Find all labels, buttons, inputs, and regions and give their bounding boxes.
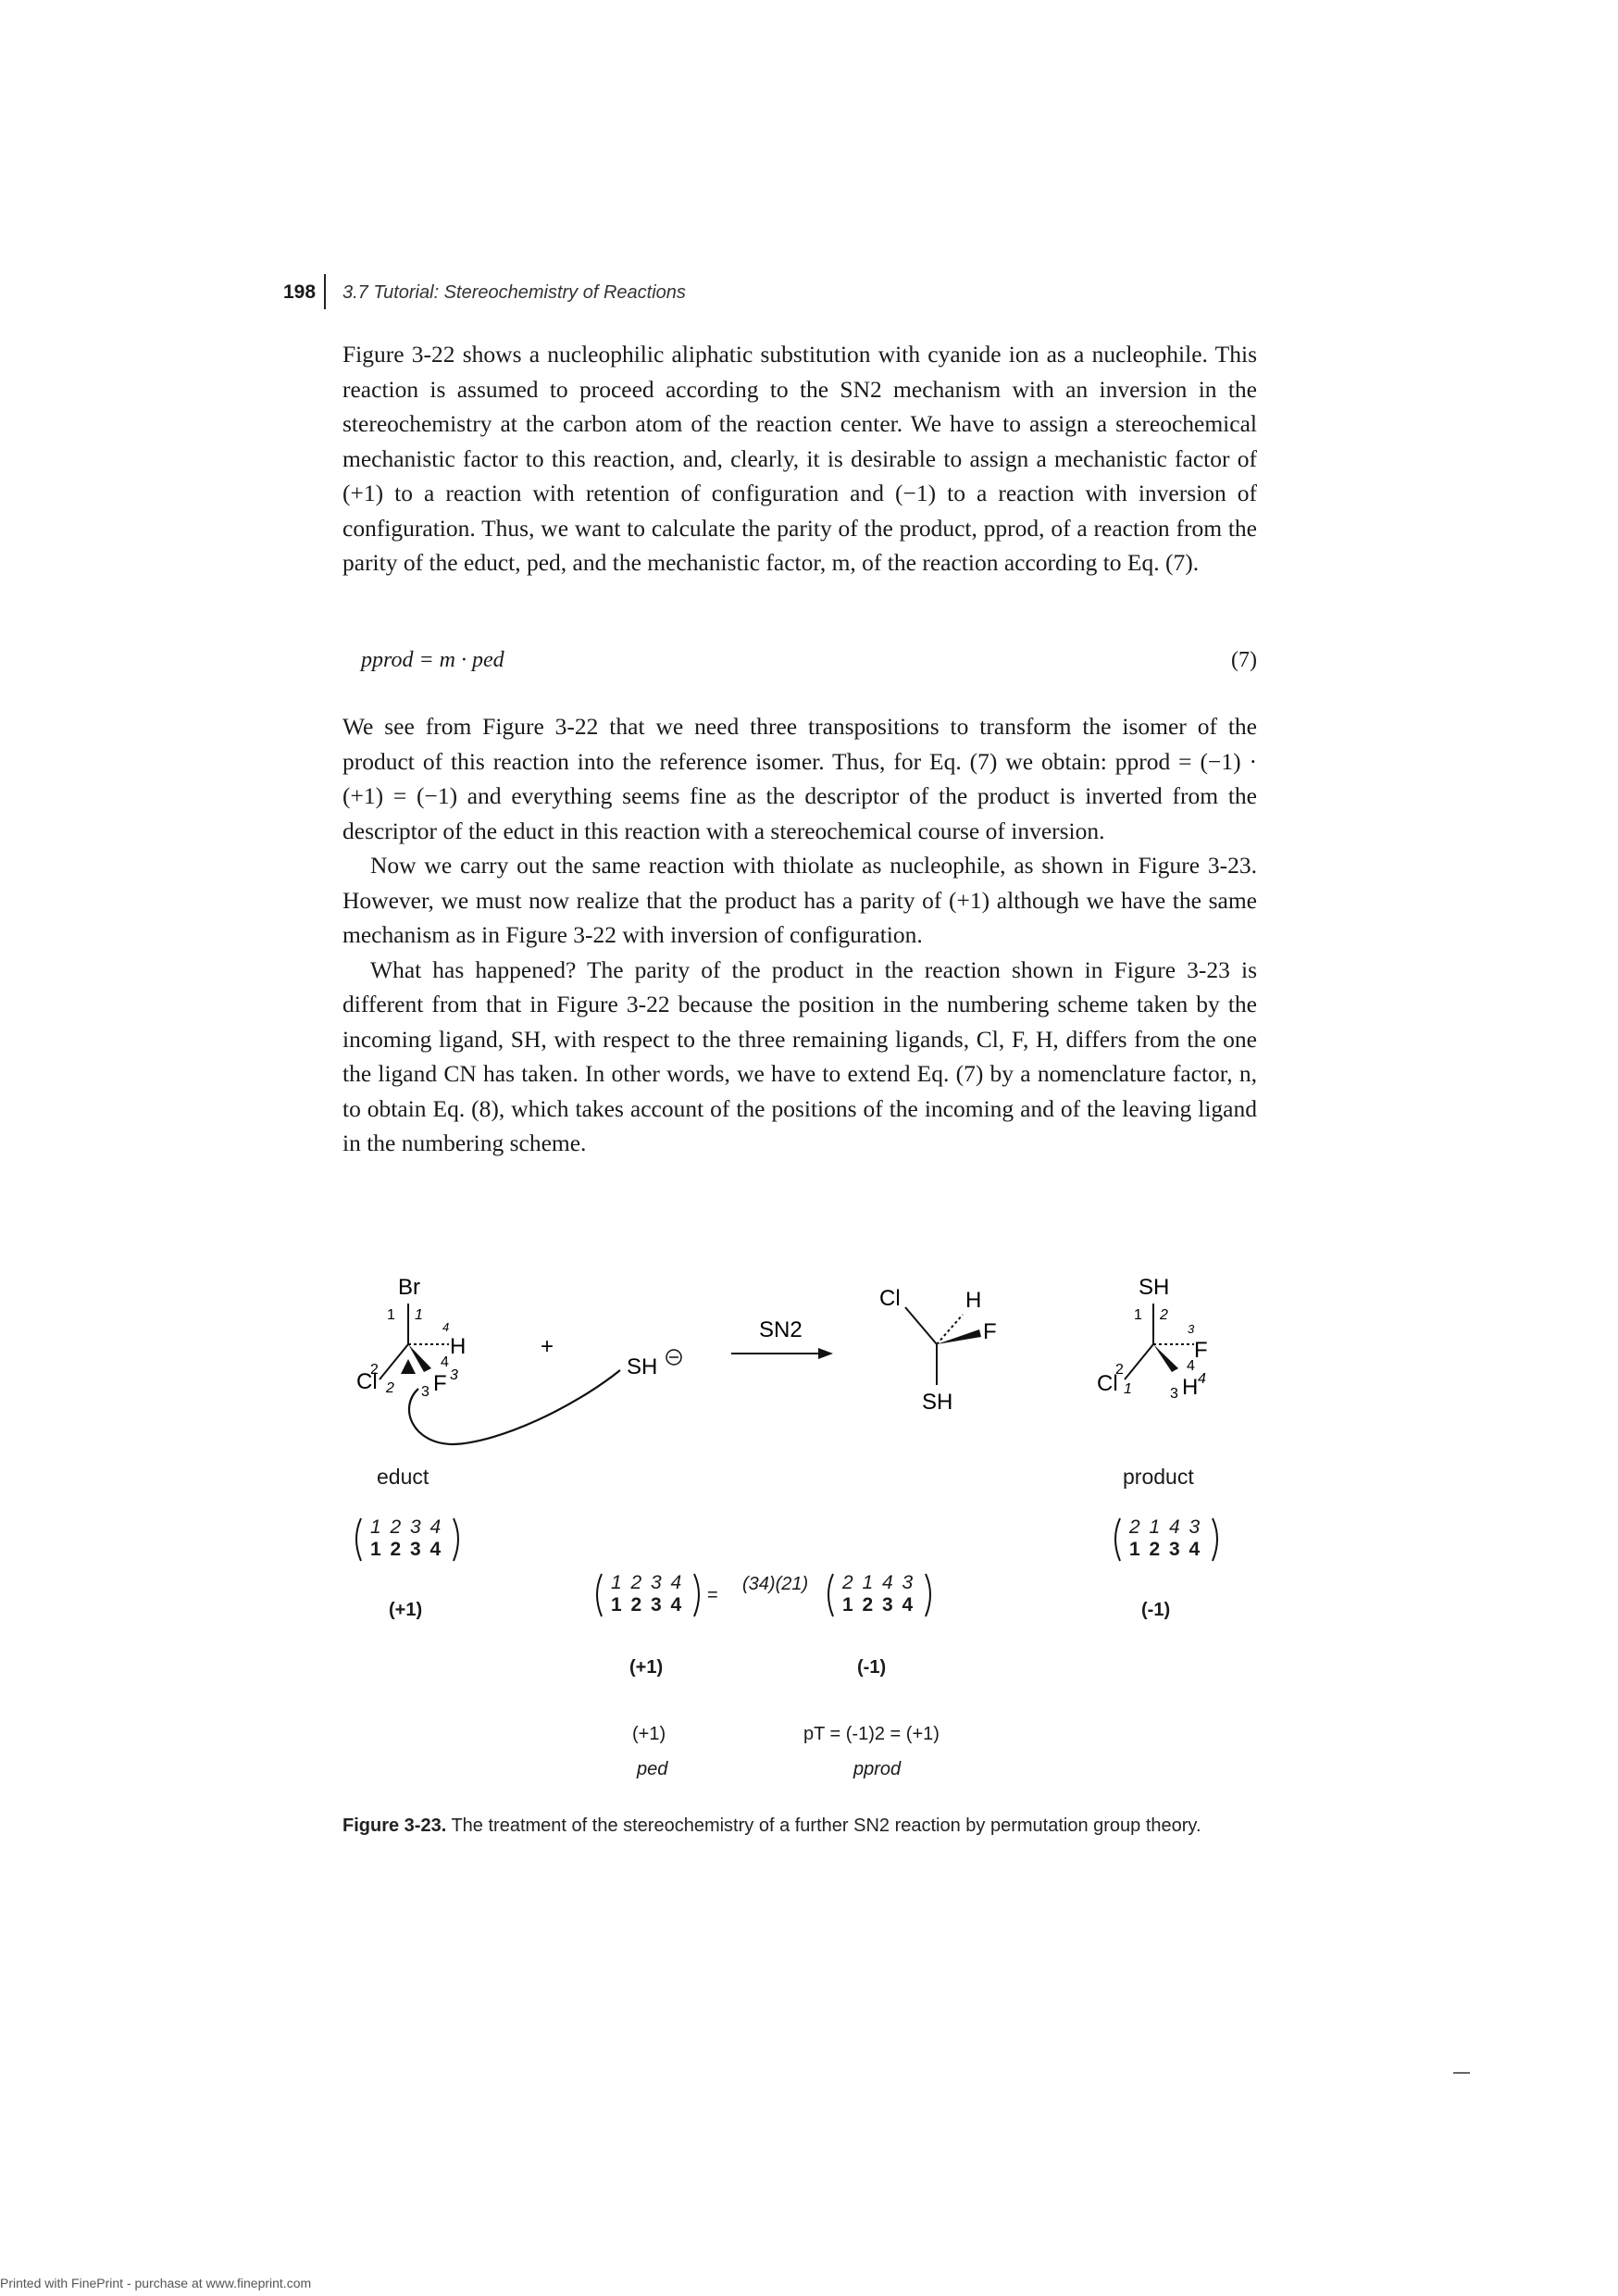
educt-perm-top: 1 2 3 4 xyxy=(370,1516,443,1538)
right-perm-bottom: 1 2 3 4 xyxy=(842,1594,915,1616)
mid-atom-sh: SH xyxy=(922,1390,952,1415)
caption-label: Figure 3-23. xyxy=(342,1816,447,1836)
reagent-thiolate: SH xyxy=(627,1349,682,1379)
svg-text:1: 1 xyxy=(1124,1381,1132,1397)
mid-atom-h: H xyxy=(965,1288,981,1313)
paragraph-1: Figure 3-22 shows a nucleophilic aliphat… xyxy=(342,337,1257,580)
svg-text:2: 2 xyxy=(1115,1362,1124,1378)
paragraph-2: We see from Figure 3-22 that we need thr… xyxy=(342,713,1257,844)
middle-parity: (+1) xyxy=(629,1657,664,1678)
svg-text:3: 3 xyxy=(450,1367,458,1383)
educt-atom-h: H xyxy=(450,1334,466,1359)
body-paragraphs: We see from Figure 3-22 that we need thr… xyxy=(342,709,1257,1161)
paragraph-3: Now we carry out the same reaction with … xyxy=(342,852,1257,948)
plus-sign: + xyxy=(541,1334,554,1359)
equation-7: pprod = m · ped (7) xyxy=(361,648,1257,673)
right-perm-top: 2 1 4 3 xyxy=(842,1572,915,1593)
mid-atom-cl: Cl xyxy=(879,1286,901,1311)
educt-atom-br: Br xyxy=(398,1275,420,1300)
page-number: 198 xyxy=(283,281,317,303)
page-edge-mark xyxy=(1453,2072,1470,2074)
educt-molecule: Br 1 1 H 4 4 Cl 2 2 F 3 3 xyxy=(356,1275,621,1446)
pprod-label: pprod xyxy=(853,1759,902,1779)
svg-text:4: 4 xyxy=(1198,1371,1206,1387)
right-parity: (-1) xyxy=(857,1657,887,1678)
running-head: 3.7 Tutorial: Stereochemistry of Reactio… xyxy=(342,282,686,303)
educt-atom-f: F xyxy=(433,1371,447,1396)
prod-atom-sh: SH xyxy=(1139,1275,1169,1300)
product-perm-top: 2 1 4 3 xyxy=(1129,1516,1202,1538)
product-parity: (-1) xyxy=(1141,1600,1171,1620)
svg-text:1: 1 xyxy=(1134,1307,1142,1323)
reaction-arrow: SN2 xyxy=(731,1317,833,1359)
svg-text:3: 3 xyxy=(1170,1386,1178,1402)
prod-atom-h: H xyxy=(1182,1375,1198,1400)
svg-text:2: 2 xyxy=(1159,1307,1168,1323)
cycle-notation: (34)(21) xyxy=(742,1574,809,1594)
header-rule xyxy=(324,274,326,309)
product-perm-bottom: 1 2 3 4 xyxy=(1129,1539,1202,1560)
mid-atom-f: F xyxy=(983,1319,997,1344)
equation-number: (7) xyxy=(1231,648,1257,672)
svg-text:1: 1 xyxy=(415,1307,423,1323)
middle-perm-top: 1 2 3 4 xyxy=(611,1572,684,1593)
paragraph-1-text: Figure 3-22 shows a nucleophilic aliphat… xyxy=(342,341,1257,576)
ped-value: (+1) xyxy=(632,1724,666,1744)
middle-perm-bottom: 1 2 3 4 xyxy=(611,1594,684,1616)
ped-label: ped xyxy=(637,1759,668,1779)
svg-text:4: 4 xyxy=(1187,1358,1195,1374)
educt-label: educt xyxy=(377,1465,429,1489)
reagent-sh: SH xyxy=(627,1354,657,1379)
prod-atom-f: F xyxy=(1194,1338,1208,1363)
educt-parity: (+1) xyxy=(389,1600,423,1620)
figure-caption: Figure 3-23. The treatment of the stereo… xyxy=(342,1813,1257,1840)
footer-note: Printed with FinePrint - purchase at www… xyxy=(0,2276,312,2290)
educt-perm-bottom: 1 2 3 4 xyxy=(370,1539,443,1560)
parity-total: pT = (-1)2 = (+1) xyxy=(803,1724,940,1744)
equation-text: pprod = m · ped xyxy=(361,648,504,672)
svg-text:4: 4 xyxy=(442,1320,449,1334)
caption-text: The treatment of the stereochemistry of … xyxy=(451,1816,1201,1836)
svg-text:3: 3 xyxy=(421,1384,429,1400)
svg-text:3: 3 xyxy=(1188,1322,1195,1336)
equals-sign: = xyxy=(707,1585,718,1605)
svg-text:4: 4 xyxy=(441,1354,449,1370)
prod-atom-cl: Cl xyxy=(1097,1371,1118,1396)
product-label: product xyxy=(1123,1465,1194,1489)
paragraph-4: What has happened? The parity of the pro… xyxy=(342,955,1257,1157)
svg-text:2: 2 xyxy=(385,1380,394,1396)
svg-text:2: 2 xyxy=(370,1362,379,1378)
intermediate-molecule: Cl H F SH xyxy=(879,1286,997,1415)
educt-atom-cl: Cl xyxy=(356,1369,378,1394)
arrow-label: SN2 xyxy=(759,1317,803,1342)
svg-text:1: 1 xyxy=(387,1307,395,1323)
product-molecule: SH 1 2 F 3 4 Cl 2 1 H 3 4 xyxy=(1097,1275,1208,1402)
